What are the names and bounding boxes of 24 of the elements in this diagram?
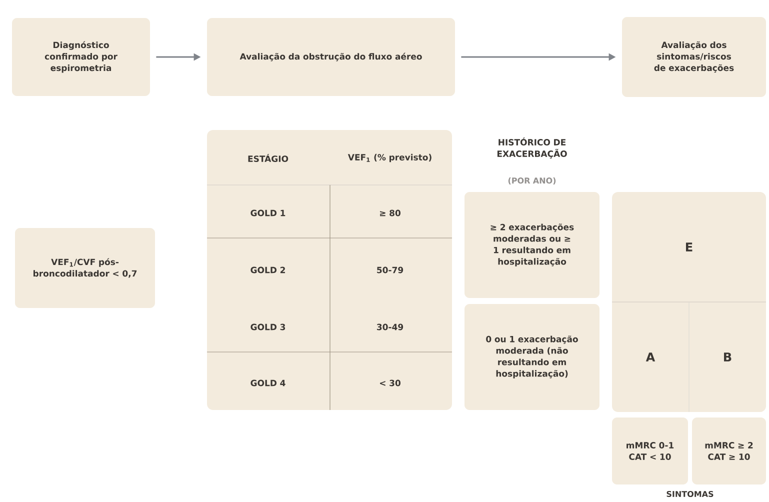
table-cell: 50-79 xyxy=(377,266,404,274)
table-cell: GOLD 2 xyxy=(250,266,285,274)
process-box: Avaliação da obstrução do fluxo aéreo xyxy=(207,18,455,96)
exacerbation-box: 0 ou 1 exacerbação moderada (não resultando em hospitalização) xyxy=(464,304,600,410)
table-cell: GOLD 3 xyxy=(250,324,286,330)
table-cell: GOLD 1 xyxy=(250,210,286,216)
column-heading: HISTÓRICO DE EXACERBAÇÃO xyxy=(497,137,567,158)
table-header: VEF$_{1}$ (% previsto) xyxy=(348,154,432,162)
process-box: Avaliação dos sintomas/riscos de exacerbações xyxy=(622,17,766,97)
group-letter: A xyxy=(646,352,656,362)
group-letter: E xyxy=(686,242,692,252)
axis-heading: SINTOMAS xyxy=(666,490,714,497)
column-subheading: (POR ANO) xyxy=(508,177,556,185)
process-box: Diagnóstico confirmado por espirometria xyxy=(12,18,150,96)
table-cell: GOLD 4 xyxy=(250,380,286,386)
exacerbation-box: ≥ 2 exacerbações moderadas ou ≥ 1 resultando em hospitalização xyxy=(464,192,600,298)
table-header: ESTÁGIO xyxy=(248,154,288,162)
symptom-box: mMRC ≥ 2 CAT ≥ 10 xyxy=(692,418,766,484)
table-cell: ≥ 80 xyxy=(380,210,400,216)
table-cell: 30-49 xyxy=(376,324,404,330)
symptom-box: mMRC 0-1 CAT < 10 xyxy=(612,418,688,484)
group-letter: B xyxy=(724,352,732,362)
table-cell: < 30 xyxy=(380,380,400,386)
criterion-box: VEF$_{1}$/CVF pós-broncodilatador < 0,7 xyxy=(15,228,155,308)
